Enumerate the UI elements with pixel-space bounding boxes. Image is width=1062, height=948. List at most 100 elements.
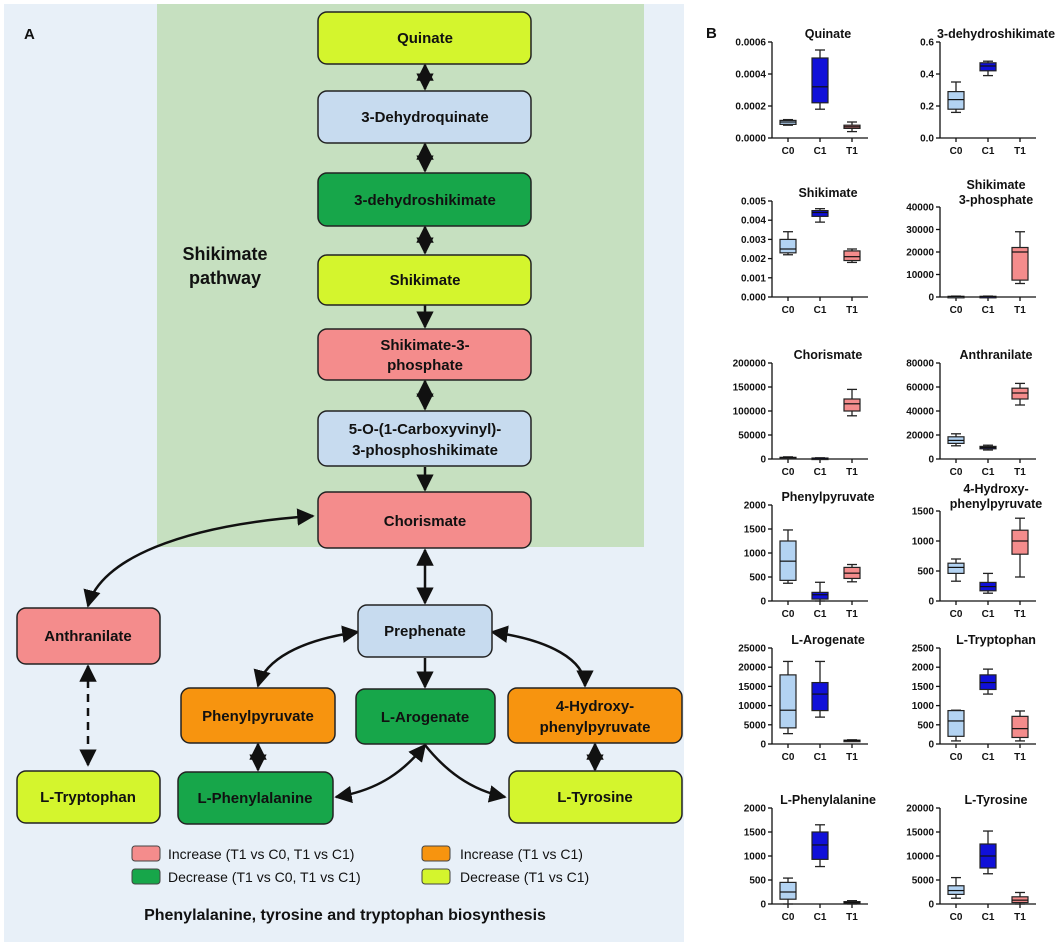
boxplot-4: Shikimate3-phosphate01000020000300004000…	[906, 178, 1036, 316]
x-tick-label: C1	[982, 752, 995, 763]
x-tick-label: T1	[1014, 609, 1026, 620]
legend-swatch-increase-both	[131, 845, 161, 862]
box-c0	[779, 238, 797, 254]
y-tick-label: 500	[749, 573, 766, 584]
y-tick-label: 10000	[738, 701, 766, 712]
node-chorismate: Chorismate	[317, 491, 532, 549]
svg-text:L-Arogenate: L-Arogenate	[381, 709, 469, 726]
box-c1	[811, 831, 829, 860]
y-tick-label: 2000	[912, 663, 935, 674]
svg-text:Anthranilate: Anthranilate	[44, 628, 132, 645]
y-tick-label: 0.2	[920, 102, 934, 113]
legend-swatch-increase-c1	[421, 845, 451, 862]
x-tick-label: C1	[982, 146, 995, 157]
y-tick-label: 15000	[738, 682, 766, 693]
node-l-phenylalanine: L-Phenylalanine	[177, 771, 334, 825]
x-tick-label: T1	[1014, 146, 1026, 157]
x-tick-label: C1	[814, 912, 827, 923]
x-tick-label: T1	[846, 146, 858, 157]
arrow-arogenate-phenylalanine	[334, 743, 427, 804]
y-tick-label: 0.004	[741, 216, 766, 227]
y-tick-label: 0	[928, 740, 934, 751]
y-tick-label: 2000	[744, 501, 767, 512]
node-l-tyrosine: L-Tyrosine	[508, 770, 683, 824]
svg-text:Shikimate-3-: Shikimate-3-	[380, 337, 469, 354]
y-tick-label: 0.0006	[735, 38, 766, 49]
x-tick-label: T1	[1014, 752, 1026, 763]
svg-text:L-Tyrosine: L-Tyrosine	[557, 789, 633, 806]
svg-text:3-dehydroshikimate: 3-dehydroshikimate	[354, 192, 496, 209]
box-c0	[947, 709, 965, 737]
y-tick-label: 1500	[744, 525, 767, 536]
x-tick-label: T1	[1014, 305, 1026, 316]
node-epsp: 5-O-(1-Carboxyvinyl)- 3-phosphoshikimate	[317, 410, 532, 467]
y-tick-label: 40000	[906, 407, 934, 418]
y-tick-label: 50000	[738, 431, 766, 442]
chart-title: L-Arogenate	[791, 633, 865, 647]
legend: Increase (T1 vs C0, T1 vs C1) Decrease (…	[131, 845, 589, 885]
node-shikimate: Shikimate	[317, 254, 532, 306]
y-tick-label: 0.4	[920, 70, 934, 81]
x-tick-label: C0	[782, 609, 795, 620]
y-tick-label: 500	[749, 876, 766, 887]
svg-text:4-Hydroxy-: 4-Hydroxy-	[556, 698, 634, 715]
x-tick-label: C1	[814, 752, 827, 763]
x-tick-label: C1	[982, 467, 995, 478]
y-tick-label: 15000	[906, 828, 934, 839]
box-c1	[811, 591, 829, 600]
arrow-arogenate-tyrosine	[424, 744, 507, 803]
y-tick-label: 0.0000	[735, 134, 766, 145]
node-prephenate: Prephenate	[357, 604, 493, 658]
arrow-prephenate-hpp	[490, 625, 594, 688]
svg-text:phenylpyruvate: phenylpyruvate	[540, 719, 651, 736]
y-tick-label: 1000	[912, 537, 935, 548]
y-tick-label: 0.0	[920, 134, 934, 145]
diagram-footer: Phenylalanine, tyrosine and tryptophan b…	[144, 907, 546, 924]
x-tick-label: C0	[782, 467, 795, 478]
y-tick-label: 0.003	[741, 235, 766, 246]
x-tick-label: T1	[1014, 467, 1026, 478]
y-tick-label: 80000	[906, 359, 934, 370]
y-tick-label: 20000	[906, 431, 934, 442]
region-label-line2: pathway	[189, 268, 261, 288]
x-tick-label: C1	[814, 146, 827, 157]
chart-title: 4-Hydroxy-	[963, 482, 1028, 496]
svg-text:Chorismate: Chorismate	[384, 513, 467, 530]
chart-title: Shikimate	[798, 186, 857, 200]
node-shikimate-3-phosphate: Shikimate-3- phosphate	[317, 328, 532, 381]
arrow-prephenate-phenylpyruvate	[253, 625, 360, 688]
y-tick-label: 1500	[912, 682, 935, 693]
x-tick-label: C0	[782, 146, 795, 157]
chart-title: phenylpyruvate	[950, 497, 1042, 511]
x-tick-label: C0	[950, 146, 963, 157]
node-phenylpyruvate: Phenylpyruvate	[180, 687, 336, 744]
chart-title: 3-dehydroshikimate	[937, 27, 1055, 41]
y-tick-label: 0	[928, 900, 934, 911]
node-quinate: Quinate	[317, 11, 532, 65]
box-c0	[779, 674, 797, 729]
chart-title: 3-phosphate	[959, 193, 1033, 207]
y-tick-label: 100000	[733, 407, 767, 418]
boxplot-3: Shikimate0.0000.0010.0020.0030.0040.005C…	[741, 186, 868, 316]
box-t1	[1011, 246, 1029, 281]
x-tick-label: C1	[814, 609, 827, 620]
node-l-arogenate: L-Arogenate	[355, 688, 496, 745]
x-tick-label: C0	[950, 912, 963, 923]
y-tick-label: 0.001	[741, 273, 766, 284]
y-tick-label: 0	[760, 740, 766, 751]
svg-text:L-Tryptophan: L-Tryptophan	[40, 789, 136, 806]
box-c1	[979, 62, 997, 72]
y-tick-label: 5000	[912, 876, 935, 887]
y-tick-label: 0.002	[741, 254, 766, 265]
node-3-dehydroshikimate: 3-dehydroshikimate	[317, 172, 532, 227]
x-tick-label: T1	[1014, 912, 1026, 923]
svg-text:3-Dehydroquinate: 3-Dehydroquinate	[361, 109, 489, 126]
y-tick-label: 0.0002	[735, 102, 766, 113]
box-c0	[947, 90, 965, 110]
